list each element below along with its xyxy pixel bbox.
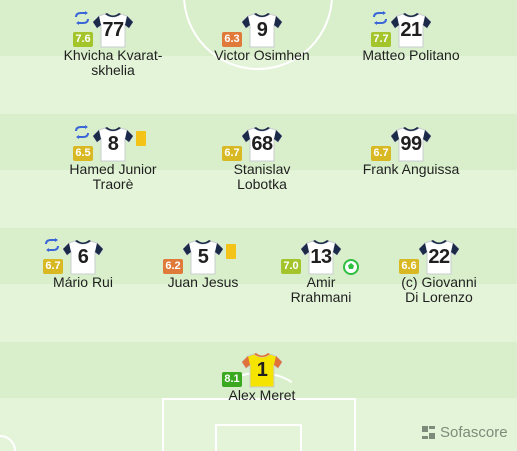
shirt-number: 99	[400, 133, 422, 155]
player-name-line1: Victor Osimhen	[214, 47, 310, 63]
player-politano[interactable]: 21 7.7 Matteo Politano	[336, 6, 486, 86]
player-rating-badge: 6.6	[399, 259, 419, 274]
sofascore-watermark: Sofascore	[421, 423, 508, 441]
player-di-lorenzo[interactable]: 22 6.6 (c) Giovanni Di Lorenzo	[364, 233, 514, 313]
shirt-icon: 13	[301, 239, 341, 275]
player-name: Victor Osimhen	[187, 48, 337, 63]
shirt-number: 13	[310, 246, 332, 268]
player-name-line1: (c) Giovanni	[401, 274, 477, 290]
player-name-line2: Di Lorenzo	[405, 289, 473, 305]
player-name-line2: Rrahmani	[290, 289, 352, 305]
player-mario-rui[interactable]: 6 6.7 Mário Rui	[8, 233, 158, 313]
shirt-number: 21	[400, 19, 422, 41]
substitution-icon	[74, 125, 90, 139]
shirt-number: 8	[107, 133, 119, 155]
sofascore-logo-icon	[422, 425, 435, 439]
player-kvaratskhelia[interactable]: 77 7.6 Khvicha Kvarat- skhelia	[38, 6, 188, 86]
shirt-icon: 1	[242, 352, 282, 388]
player-rrahmani[interactable]: 13 7.0 Amir Rrahmani	[246, 233, 396, 313]
player-name: Matteo Politano	[336, 48, 486, 63]
pitch-stripe	[0, 284, 517, 342]
player-name-line1: Stanislav	[233, 161, 291, 177]
player-name: Frank Anguissa	[336, 162, 486, 177]
shirt-icon: 68	[242, 126, 282, 162]
player-rating-badge: 6.7	[222, 146, 242, 161]
shirt-icon: 21	[391, 12, 431, 48]
shirt-icon: 77	[93, 12, 133, 48]
goal-ball-icon	[343, 259, 359, 275]
shirt-number: 68	[251, 133, 273, 155]
watermark-text: Sofascore	[440, 423, 508, 441]
player-name: Khvicha Kvarat- skhelia	[38, 48, 188, 78]
shirt-number: 22	[428, 246, 450, 268]
shirt-icon: 99	[391, 126, 431, 162]
player-meret[interactable]: 1 8.1 Alex Meret	[187, 346, 337, 426]
player-name-line1: Alex Meret	[228, 387, 296, 403]
yellow-card-icon	[226, 244, 236, 259]
player-name-line1: Mário Rui	[53, 274, 113, 290]
player-juan-jesus[interactable]: 5 6.2 Juan Jesus	[128, 233, 278, 313]
player-rating-badge: 6.7	[371, 146, 391, 161]
player-osimhen[interactable]: 9 6.3 Victor Osimhen	[187, 6, 337, 86]
player-name-line1: Juan Jesus	[167, 274, 239, 290]
shirt-number: 5	[197, 246, 209, 268]
player-rating-badge: 7.6	[73, 32, 93, 47]
shirt-icon: 9	[242, 12, 282, 48]
substitution-icon	[44, 238, 60, 252]
player-rating-badge: 6.5	[73, 146, 93, 161]
player-name-line1: Matteo Politano	[362, 47, 460, 63]
player-name-line2: skhelia	[91, 62, 135, 78]
player-rating-badge: 7.0	[281, 259, 301, 274]
substitution-icon	[372, 11, 388, 25]
player-name: Alex Meret	[187, 388, 337, 403]
player-name-line1: Khvicha Kvarat-	[63, 47, 163, 63]
player-anguissa[interactable]: 99 6.7 Frank Anguissa	[336, 120, 486, 200]
player-name: (c) Giovanni Di Lorenzo	[364, 275, 514, 305]
player-name: Amir Rrahmani	[246, 275, 396, 305]
player-name: Juan Jesus	[128, 275, 278, 290]
player-lobotka[interactable]: 68 6.7 Stanislav Lobotka	[187, 120, 337, 200]
player-rating-badge: 6.7	[43, 259, 63, 274]
shirt-number: 6	[77, 246, 89, 268]
shirt-number: 77	[102, 19, 124, 41]
shirt-icon: 22	[419, 239, 459, 275]
yellow-card-icon	[136, 131, 146, 146]
player-name: Hamed Junior Traorè	[38, 162, 188, 192]
shirt-icon: 8	[93, 126, 133, 162]
player-name-line1: Frank Anguissa	[362, 161, 460, 177]
player-name: Stanislav Lobotka	[187, 162, 337, 192]
player-rating-badge: 7.7	[371, 32, 391, 47]
shirt-icon: 6	[63, 239, 103, 275]
shirt-number: 1	[256, 359, 268, 381]
player-name-line2: Traorè	[92, 176, 134, 192]
player-traore[interactable]: 8 6.5 Hamed Junior Traorè	[38, 120, 188, 200]
player-rating-badge: 6.2	[163, 259, 183, 274]
player-name-line1: Hamed Junior	[69, 161, 157, 177]
player-name-line2: Lobotka	[237, 176, 287, 192]
substitution-icon	[74, 11, 90, 25]
player-rating-badge: 6.3	[222, 32, 242, 47]
player-name: Mário Rui	[8, 275, 158, 290]
shirt-icon: 5	[183, 239, 223, 275]
player-rating-badge: 8.1	[222, 372, 242, 387]
shirt-number: 9	[256, 19, 268, 41]
pitch-stripe	[0, 170, 517, 228]
player-name-line1: Amir	[306, 274, 336, 290]
six-yard-box	[215, 424, 302, 451]
